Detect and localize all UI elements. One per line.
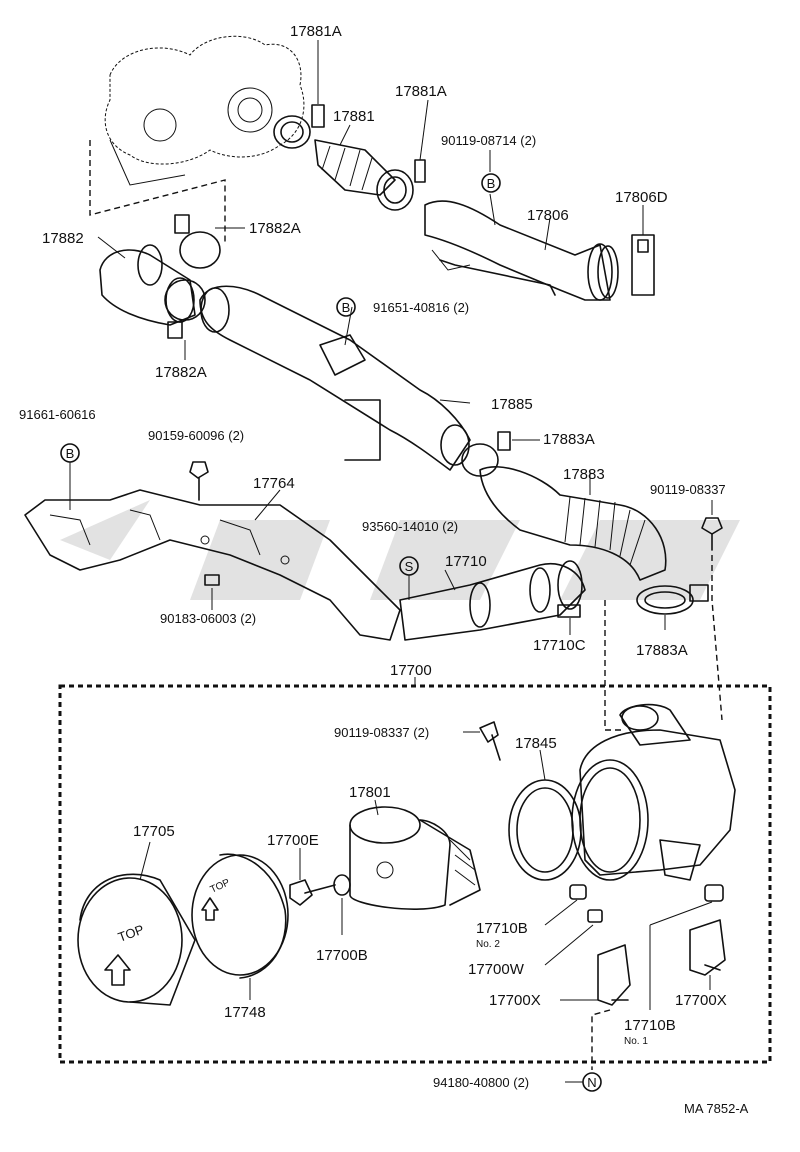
svg-text:S: S — [405, 559, 414, 574]
svg-text:B: B — [66, 446, 75, 461]
label-17882A-top: 17882A — [249, 220, 301, 237]
grommet-17710B-no2 — [544, 884, 587, 926]
label-90159-60096: 90159-60096 (2) — [148, 428, 244, 443]
clamp-17883A-bottom — [636, 584, 709, 630]
nut-94180-40800 — [565, 1009, 611, 1083]
svg-text:N: N — [587, 1075, 596, 1090]
symbol-N-94180-40800: N — [582, 1072, 602, 1092]
label-17882: 17882 — [42, 230, 84, 247]
clamp-17882A-bottom — [164, 279, 206, 360]
label-17881A-top: 17881A — [290, 23, 342, 40]
symbol-B-91651-40816: B — [336, 297, 356, 317]
label-91651-40816: 91651-40816 (2) — [373, 300, 469, 315]
assembly-17700-frame — [58, 600, 772, 1064]
clamp-17881A-top — [273, 40, 325, 149]
bracket-17710C — [557, 604, 581, 635]
label-17883: 17883 — [563, 466, 605, 483]
symbol-B-90119-08714: B — [481, 173, 501, 193]
label-90119-08714: 90119-08714 (2) — [441, 133, 536, 148]
cover-top-text-small: TOP — [209, 877, 232, 896]
turbocharger-outline — [89, 35, 305, 245]
bolt-90119-08337-mid — [463, 721, 501, 761]
label-17881: 17881 — [333, 108, 375, 125]
bolt-90159-60096 — [189, 461, 209, 501]
watermark — [60, 500, 740, 600]
label-17883A-top: 17883A — [543, 431, 595, 448]
washer-17700B — [333, 874, 351, 935]
washer-17700W — [544, 909, 603, 966]
hose-17881 — [314, 124, 396, 196]
clamp-17882A-top — [174, 214, 245, 269]
label-17705: 17705 — [133, 823, 175, 840]
air-cleaner-housing — [571, 703, 736, 881]
label-17710B-no1: 17710B — [624, 1017, 676, 1034]
element-17801 — [349, 799, 481, 910]
label-17882A-bottom: 17882A — [155, 364, 207, 381]
tube-17885 — [199, 285, 471, 471]
label-17806: 17806 — [527, 207, 569, 224]
label-17748: 17748 — [224, 1004, 266, 1021]
cover-17705 — [77, 841, 196, 1006]
hose-17883 — [479, 466, 667, 581]
insulator-17764 — [24, 489, 401, 641]
bracket-17700X-right — [689, 919, 726, 990]
diagram-code: MA 7852-A — [684, 1101, 749, 1116]
bolt-90119-08337-top — [701, 500, 723, 721]
symbol-S-93560-14010: S — [399, 556, 419, 576]
label-17700W: 17700W — [468, 961, 525, 978]
label-90119-08337-mid: 90119-08337 (2) — [334, 725, 429, 740]
label-17710B-no2: 17710B — [476, 920, 528, 937]
bracket-17700X-left — [560, 944, 631, 1006]
label-17710B-no1-sub: No. 1 — [624, 1036, 648, 1047]
clamp-17881A-right — [376, 99, 429, 211]
label-17700E: 17700E — [267, 832, 319, 849]
label-17885: 17885 — [491, 396, 533, 413]
label-17845: 17845 — [515, 735, 557, 752]
symbol-B-91661-60616: B — [60, 443, 80, 463]
label-17764: 17764 — [253, 475, 295, 492]
label-90119-08337-top: 90119-08337 — [650, 482, 726, 497]
label-17710: 17710 — [445, 553, 487, 570]
label-17710C: 17710C — [533, 637, 586, 654]
svg-text:B: B — [487, 176, 496, 191]
gasket-17845 — [508, 749, 582, 881]
grommet-17710B-no1 — [649, 884, 724, 1010]
label-17806D: 17806D — [615, 189, 668, 206]
tube-17806 — [424, 150, 619, 301]
tube-17710 — [399, 560, 586, 641]
label-94180-40800: 94180-40800 (2) — [433, 1075, 529, 1090]
wingnut-17700E — [289, 848, 336, 906]
cover-17748 — [191, 853, 289, 1000]
label-17700B: 17700B — [316, 947, 368, 964]
label-91661-60616: 91661-60616 — [19, 407, 96, 422]
label-17881A-right: 17881A — [395, 83, 447, 100]
clamp-17883A-top — [461, 431, 540, 477]
label-17801: 17801 — [349, 784, 391, 801]
svg-text:B: B — [342, 300, 351, 315]
label-17710B-no2-sub: No. 2 — [476, 939, 500, 950]
label-17700X-left: 17700X — [489, 992, 541, 1009]
label-17700X-right: 17700X — [675, 992, 727, 1009]
label-90183-06003: 90183-06003 (2) — [160, 611, 256, 626]
label-17883A-bottom: 17883A — [636, 642, 688, 659]
nut-90183-06003 — [204, 574, 220, 610]
cover-top-text: TOP — [116, 922, 146, 945]
label-93560-14010: 93560-14010 (2) — [362, 519, 458, 534]
label-17700: 17700 — [390, 662, 432, 679]
clip-17806D — [631, 205, 655, 296]
